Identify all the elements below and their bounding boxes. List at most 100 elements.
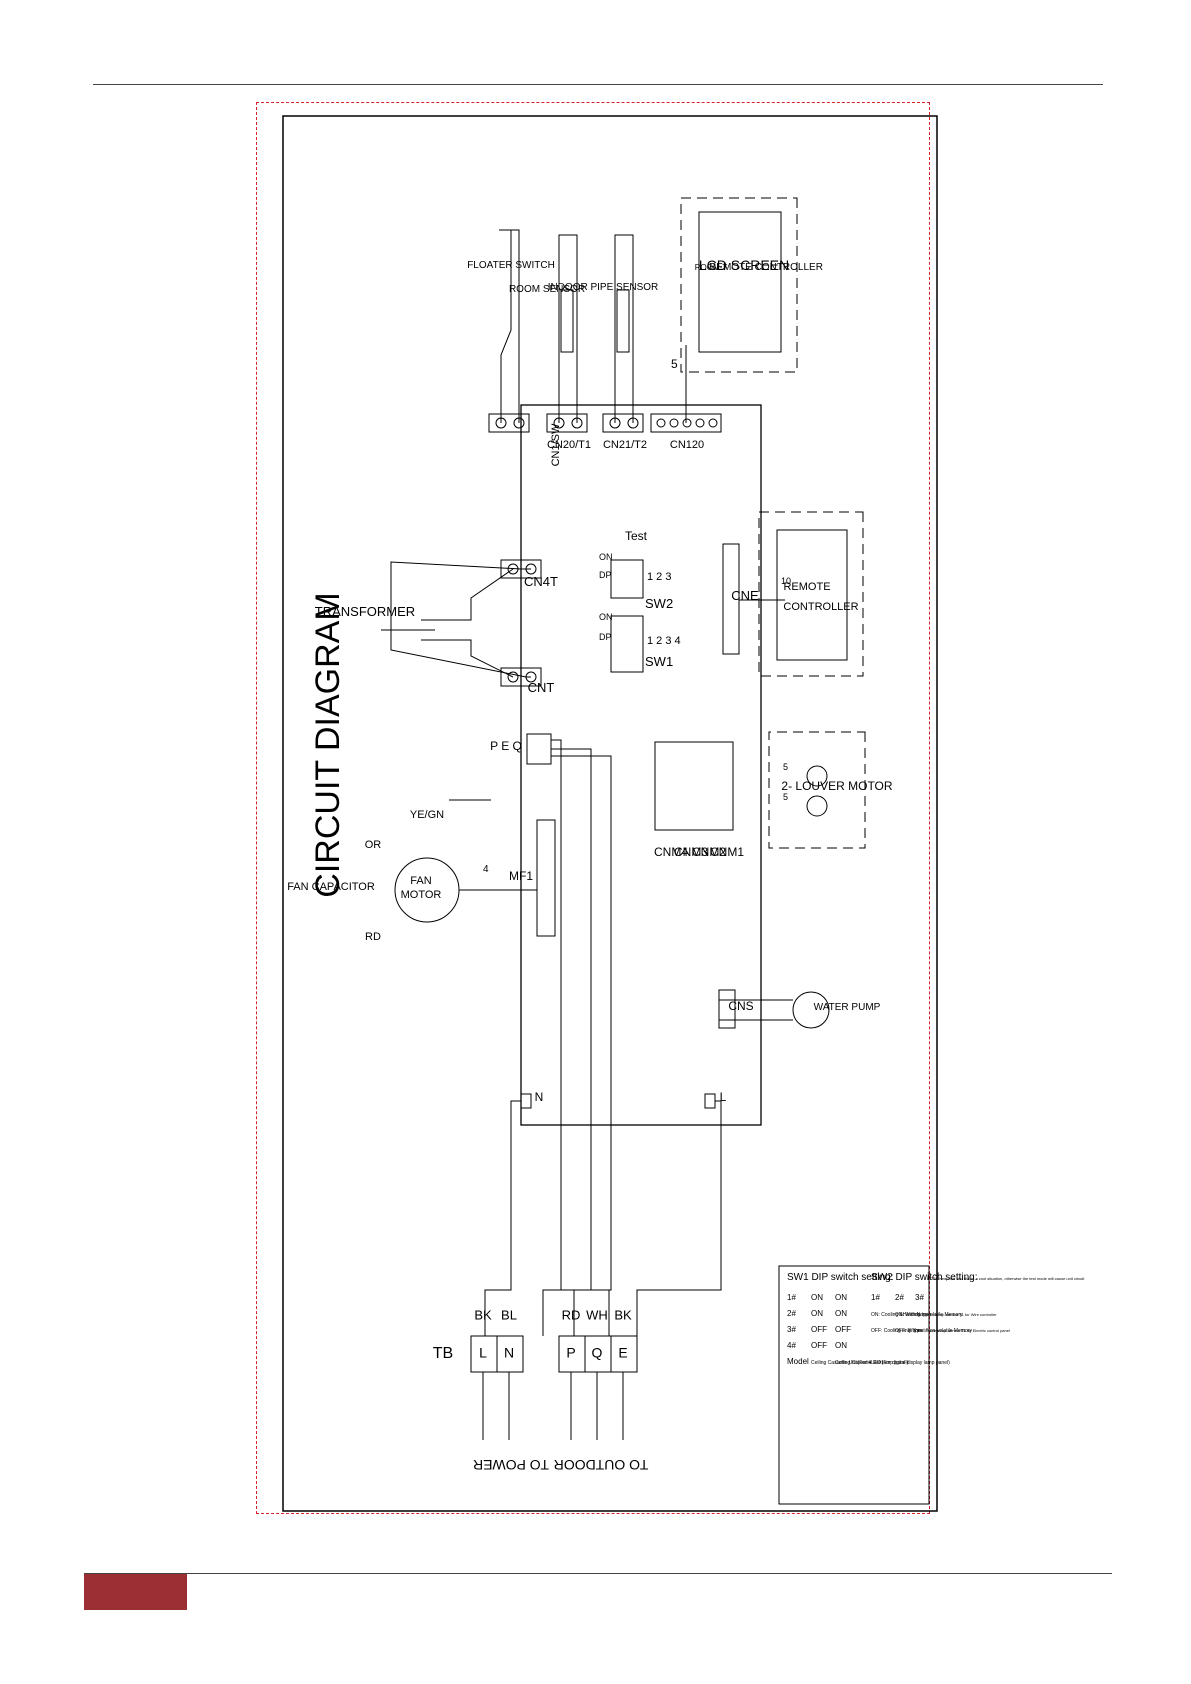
- label-fan-capacitor: FAN CAPACITOR: [287, 881, 375, 893]
- dip-sw2-r1c0: 2#: [895, 1293, 904, 1302]
- label-test: Test: [625, 529, 648, 543]
- transformer: [381, 559, 542, 687]
- label-rd: RD: [365, 931, 381, 943]
- inner-border: [282, 115, 938, 1512]
- label-water-pump: WATER PUMP: [814, 1002, 881, 1013]
- label-sw2-nums: 1 2 3: [647, 571, 671, 583]
- dip-sw2-r2c0: 3#: [915, 1293, 924, 1302]
- label-sw1-dp: DP: [599, 632, 612, 642]
- dip-sw2-r1c2: OFF: Without Non-volatile Memory: [895, 1328, 972, 1334]
- dip-sw2-r0c2: OFF: Cooling only type: [871, 1328, 922, 1334]
- dip-sw1-r0c0: ON: [811, 1293, 823, 1302]
- tb-e: E: [618, 1345, 627, 1361]
- label-peq: P E Q: [490, 739, 522, 753]
- diagram-group: CIRCUIT DIAGRAM CN1/SW FLOATER SWITCH RO…: [282, 115, 1085, 1512]
- label-fan-motor-l2: MOTOR: [401, 889, 442, 901]
- label-wire-4: 4: [483, 864, 489, 875]
- dip-sw2-r2c1: ON: Room temp. sensor T1 for Wire contro…: [915, 1312, 997, 1317]
- footer-rule: [84, 1573, 1112, 1574]
- tb-wh: WH: [586, 1307, 608, 1322]
- label-or: OR: [365, 839, 382, 851]
- diagram-frame: [256, 102, 930, 1514]
- water-pump: [792, 991, 830, 1029]
- dip-sw1-r1c3: ON: [835, 1341, 847, 1350]
- tb-bl: BL: [501, 1307, 517, 1322]
- label-cns: CNS: [728, 999, 753, 1013]
- connector-cns: [718, 989, 736, 1029]
- upper-remote-controller: [698, 211, 782, 353]
- label-term-n: N: [535, 1090, 544, 1104]
- label-sw2: SW2: [645, 596, 673, 611]
- label-remote-l2: CONTROLLER: [783, 601, 858, 613]
- label-cnm1: CNM1: [710, 845, 744, 859]
- label-wire-5b: 5: [783, 792, 788, 802]
- lower-remote-controller: [776, 529, 848, 661]
- dip-sw2-r2c2: OFF: Room temp. sensor T1 for Electric c…: [915, 1328, 1010, 1333]
- indoor-pipe-sensor: [616, 289, 630, 353]
- header-rule: [93, 84, 1103, 85]
- label-room-t: ROOM-T: [695, 263, 728, 272]
- sw2-switch: [610, 559, 644, 599]
- label-transformer: TRANSFORMER: [315, 604, 415, 619]
- dip-sw1-r0c2: OFF: [811, 1325, 827, 1334]
- label-wire-5: 5: [671, 357, 678, 371]
- dip-sw1-r1c4: Ceiling Cassette Unit(For digital displa…: [835, 1360, 950, 1366]
- label-remote-l1: REMOTE: [783, 581, 830, 593]
- diagram-title: CIRCUIT DIAGRAM: [309, 592, 347, 897]
- tb-to-outdoor: TO OUTDOOR: [554, 1457, 649, 1473]
- sw1-switch: [610, 615, 644, 673]
- label-cn20t1: CN20/T1: [547, 439, 591, 451]
- dip-sw2-r1c1: ON: With Non-volatile Memory: [895, 1312, 963, 1318]
- dip-sw1-r1c0: ON: [835, 1293, 847, 1302]
- label-cn21t2: CN21/T2: [603, 439, 647, 451]
- connector-cne: [722, 543, 740, 655]
- label-cnm4: CNM4: [654, 845, 688, 859]
- dip-sw1-h2: 3#: [787, 1325, 796, 1334]
- dip-sw1-h3: 4#: [787, 1341, 796, 1350]
- label-wire-5a: 5: [783, 762, 788, 772]
- dip-sw1-h4: Model: [787, 1357, 809, 1366]
- tb-bk2: BK: [614, 1307, 632, 1322]
- dip-sw2-r0c1: ON: Cooling &Heating type: [871, 1312, 931, 1318]
- tb-l: L: [479, 1345, 487, 1361]
- tb-to-power: TO POWER: [473, 1457, 549, 1473]
- dip-sw1-r0c4: Ceiling Cassette Unit(For 4LED lamp pane…: [811, 1360, 909, 1366]
- label-sw2-dp: DP: [599, 570, 612, 580]
- louver-motor-1: [806, 765, 828, 787]
- connector-mf1: [536, 819, 556, 937]
- label-cnm3: CNM3: [674, 845, 708, 859]
- label-cn4t: CN4T: [524, 574, 558, 589]
- label-mf1: MF1: [509, 869, 533, 883]
- dip-sw2-title: SW2 DIP switch setting:: [871, 1272, 978, 1283]
- label-indoor-pipe-sensor: INDOOR PIPE SENSOR: [548, 282, 659, 293]
- lower-remote-box: [758, 511, 864, 677]
- room-sensor: [560, 289, 574, 353]
- connector-cn1sw: [488, 413, 530, 433]
- label-sw1-on: ON: [599, 612, 613, 622]
- terminal-block: [470, 1335, 638, 1373]
- dip-note: NOTE:Keep the test dial in a cool situat…: [927, 1276, 1085, 1281]
- label-remote-controller-upper: REMOTE CONTROLLER: [709, 262, 823, 273]
- connector-cn21t2: [602, 413, 644, 433]
- peq-connector: [526, 733, 552, 765]
- dip-sw1-r0c1: ON: [811, 1309, 823, 1318]
- upper-remote-box: [680, 197, 798, 373]
- label-cne: CNE: [731, 588, 759, 603]
- label-cnm2: CNM2: [692, 845, 726, 859]
- tb-n: N: [504, 1345, 514, 1361]
- cnm-connectors: [654, 741, 734, 831]
- tb-title: TB: [433, 1345, 453, 1362]
- dip-sw1-r1c2: OFF: [835, 1325, 851, 1334]
- dip-table: [778, 1265, 930, 1505]
- dip-sw1-r0c3: OFF: [811, 1341, 827, 1350]
- label-cn1sw: CN1/SW: [550, 423, 562, 466]
- label-louver-motor: 2- LOUVER MOTOR: [781, 779, 892, 793]
- louver-motor-2: [806, 795, 828, 817]
- tb-bk1: BK: [474, 1307, 492, 1322]
- label-yegn: YE/GN: [410, 809, 444, 821]
- dip-sw1-h0: 1#: [787, 1293, 796, 1302]
- dip-sw2-r0c0: 1#: [871, 1293, 880, 1302]
- label-room-sensor: ROOM SENSOR: [509, 284, 585, 295]
- label-lcd-screen: LCD SCREEN: [699, 257, 789, 273]
